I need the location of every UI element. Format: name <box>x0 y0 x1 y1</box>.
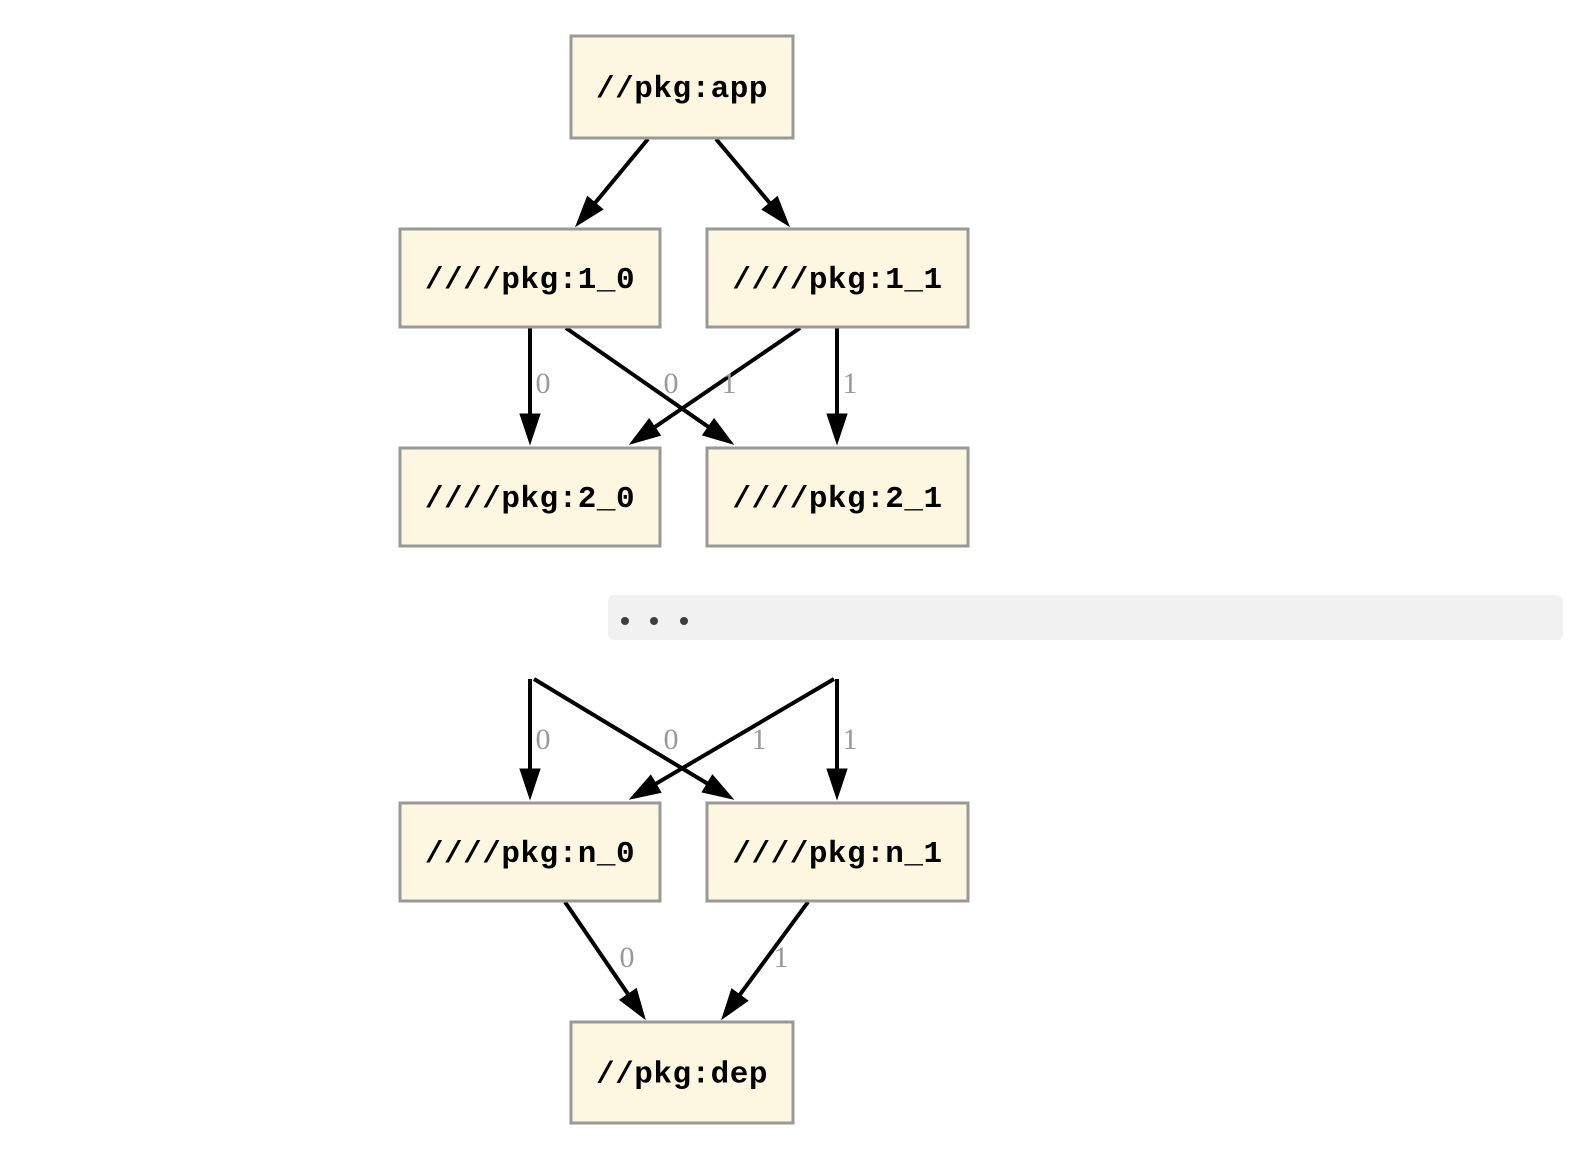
node-box[interactable] <box>705 227 970 329</box>
node-box[interactable] <box>705 446 970 548</box>
edge-label: 1 <box>774 941 789 974</box>
edge-line <box>648 326 802 433</box>
node-box[interactable] <box>398 801 662 903</box>
ellipsis-dot <box>680 617 688 625</box>
edge-label: 0 <box>536 367 551 400</box>
node-label: //pkg:dep <box>596 1058 768 1093</box>
edge-arrowhead <box>618 987 646 1021</box>
edges-layer: 0 0 1 1 0 0 1 1 0 1 <box>519 137 858 1021</box>
edge-label: 1 <box>843 367 858 400</box>
graph-node-n2_0[interactable]: ////pkg:2_0 <box>398 446 662 548</box>
edge-line <box>589 137 650 209</box>
graph-edge <box>714 137 791 228</box>
ellipsis-dot <box>650 617 658 625</box>
graph-node-app[interactable]: //pkg:app <box>569 34 795 140</box>
ellipsis-band <box>608 595 1563 640</box>
edge-arrowhead <box>519 768 541 801</box>
graph-node-n2_1[interactable]: ////pkg:2_1 <box>705 446 970 548</box>
edge-arrowhead <box>701 417 735 445</box>
edge-line <box>649 677 836 789</box>
node-label: ////pkg:n_1 <box>732 837 942 872</box>
edge-line <box>563 900 634 1001</box>
node-label: ////pkg:n_0 <box>425 837 635 872</box>
node-box[interactable] <box>398 446 662 548</box>
edge-arrowhead <box>628 417 662 445</box>
edge-arrowhead <box>721 988 749 1021</box>
graph-node-nn_1[interactable]: ////pkg:n_1 <box>705 801 970 903</box>
ellipsis-layer <box>608 595 1563 640</box>
node-label: ////pkg:1_0 <box>425 263 635 298</box>
ellipsis-dot <box>621 617 629 625</box>
node-box[interactable] <box>569 34 795 140</box>
graph-edge: 1 <box>826 328 858 446</box>
edge-arrowhead <box>701 774 735 800</box>
edge-arrowhead <box>574 195 604 228</box>
edge-label: 0 <box>664 367 679 400</box>
graph-edge: 0 <box>519 328 551 446</box>
node-box[interactable] <box>398 227 662 329</box>
nodes-layer: //pkg:app ////pkg:1_0 ////pkg:1_1 ////pkg:2… <box>398 34 970 1125</box>
graph-node-n1_0[interactable]: ////pkg:1_0 <box>398 227 662 329</box>
graph-node-n1_1[interactable]: ////pkg:1_1 <box>705 227 970 329</box>
graph-edge: 0 <box>519 679 551 801</box>
node-label: //pkg:app <box>596 72 768 107</box>
edge-label: 0 <box>620 941 635 974</box>
edge-label: 0 <box>664 723 679 756</box>
graph-edge <box>574 137 650 228</box>
edge-arrowhead <box>826 413 848 446</box>
edge-label: 1 <box>752 723 767 756</box>
node-label: ////pkg:1_1 <box>732 263 942 298</box>
graph-node-dep[interactable]: //pkg:dep <box>569 1020 795 1125</box>
graph-edge: 1 <box>826 679 858 801</box>
edge-label: 1 <box>843 723 858 756</box>
edge-arrowhead <box>761 195 791 228</box>
graph-edge: 0 <box>532 677 735 800</box>
node-box[interactable] <box>705 801 970 903</box>
edge-line <box>532 677 714 789</box>
node-label: ////pkg:2_0 <box>425 482 635 517</box>
graph-edge: 1 <box>721 900 810 1021</box>
edge-line <box>714 137 776 209</box>
node-box[interactable] <box>569 1020 795 1125</box>
edge-label: 1 <box>722 367 737 400</box>
node-label: ////pkg:2_1 <box>732 482 942 517</box>
graph-edge: 1 <box>628 326 802 445</box>
graph-edge: 0 <box>563 900 646 1021</box>
edge-arrowhead <box>826 768 848 801</box>
edge-line <box>564 326 715 432</box>
graph-node-nn_0[interactable]: ////pkg:n_0 <box>398 801 662 903</box>
graph-edge: 0 <box>564 326 735 445</box>
edge-arrowhead <box>628 774 662 800</box>
edge-label: 0 <box>536 723 551 756</box>
edge-arrowhead <box>519 413 541 446</box>
edge-line <box>734 900 810 1001</box>
graph-edge: 1 <box>628 677 836 800</box>
